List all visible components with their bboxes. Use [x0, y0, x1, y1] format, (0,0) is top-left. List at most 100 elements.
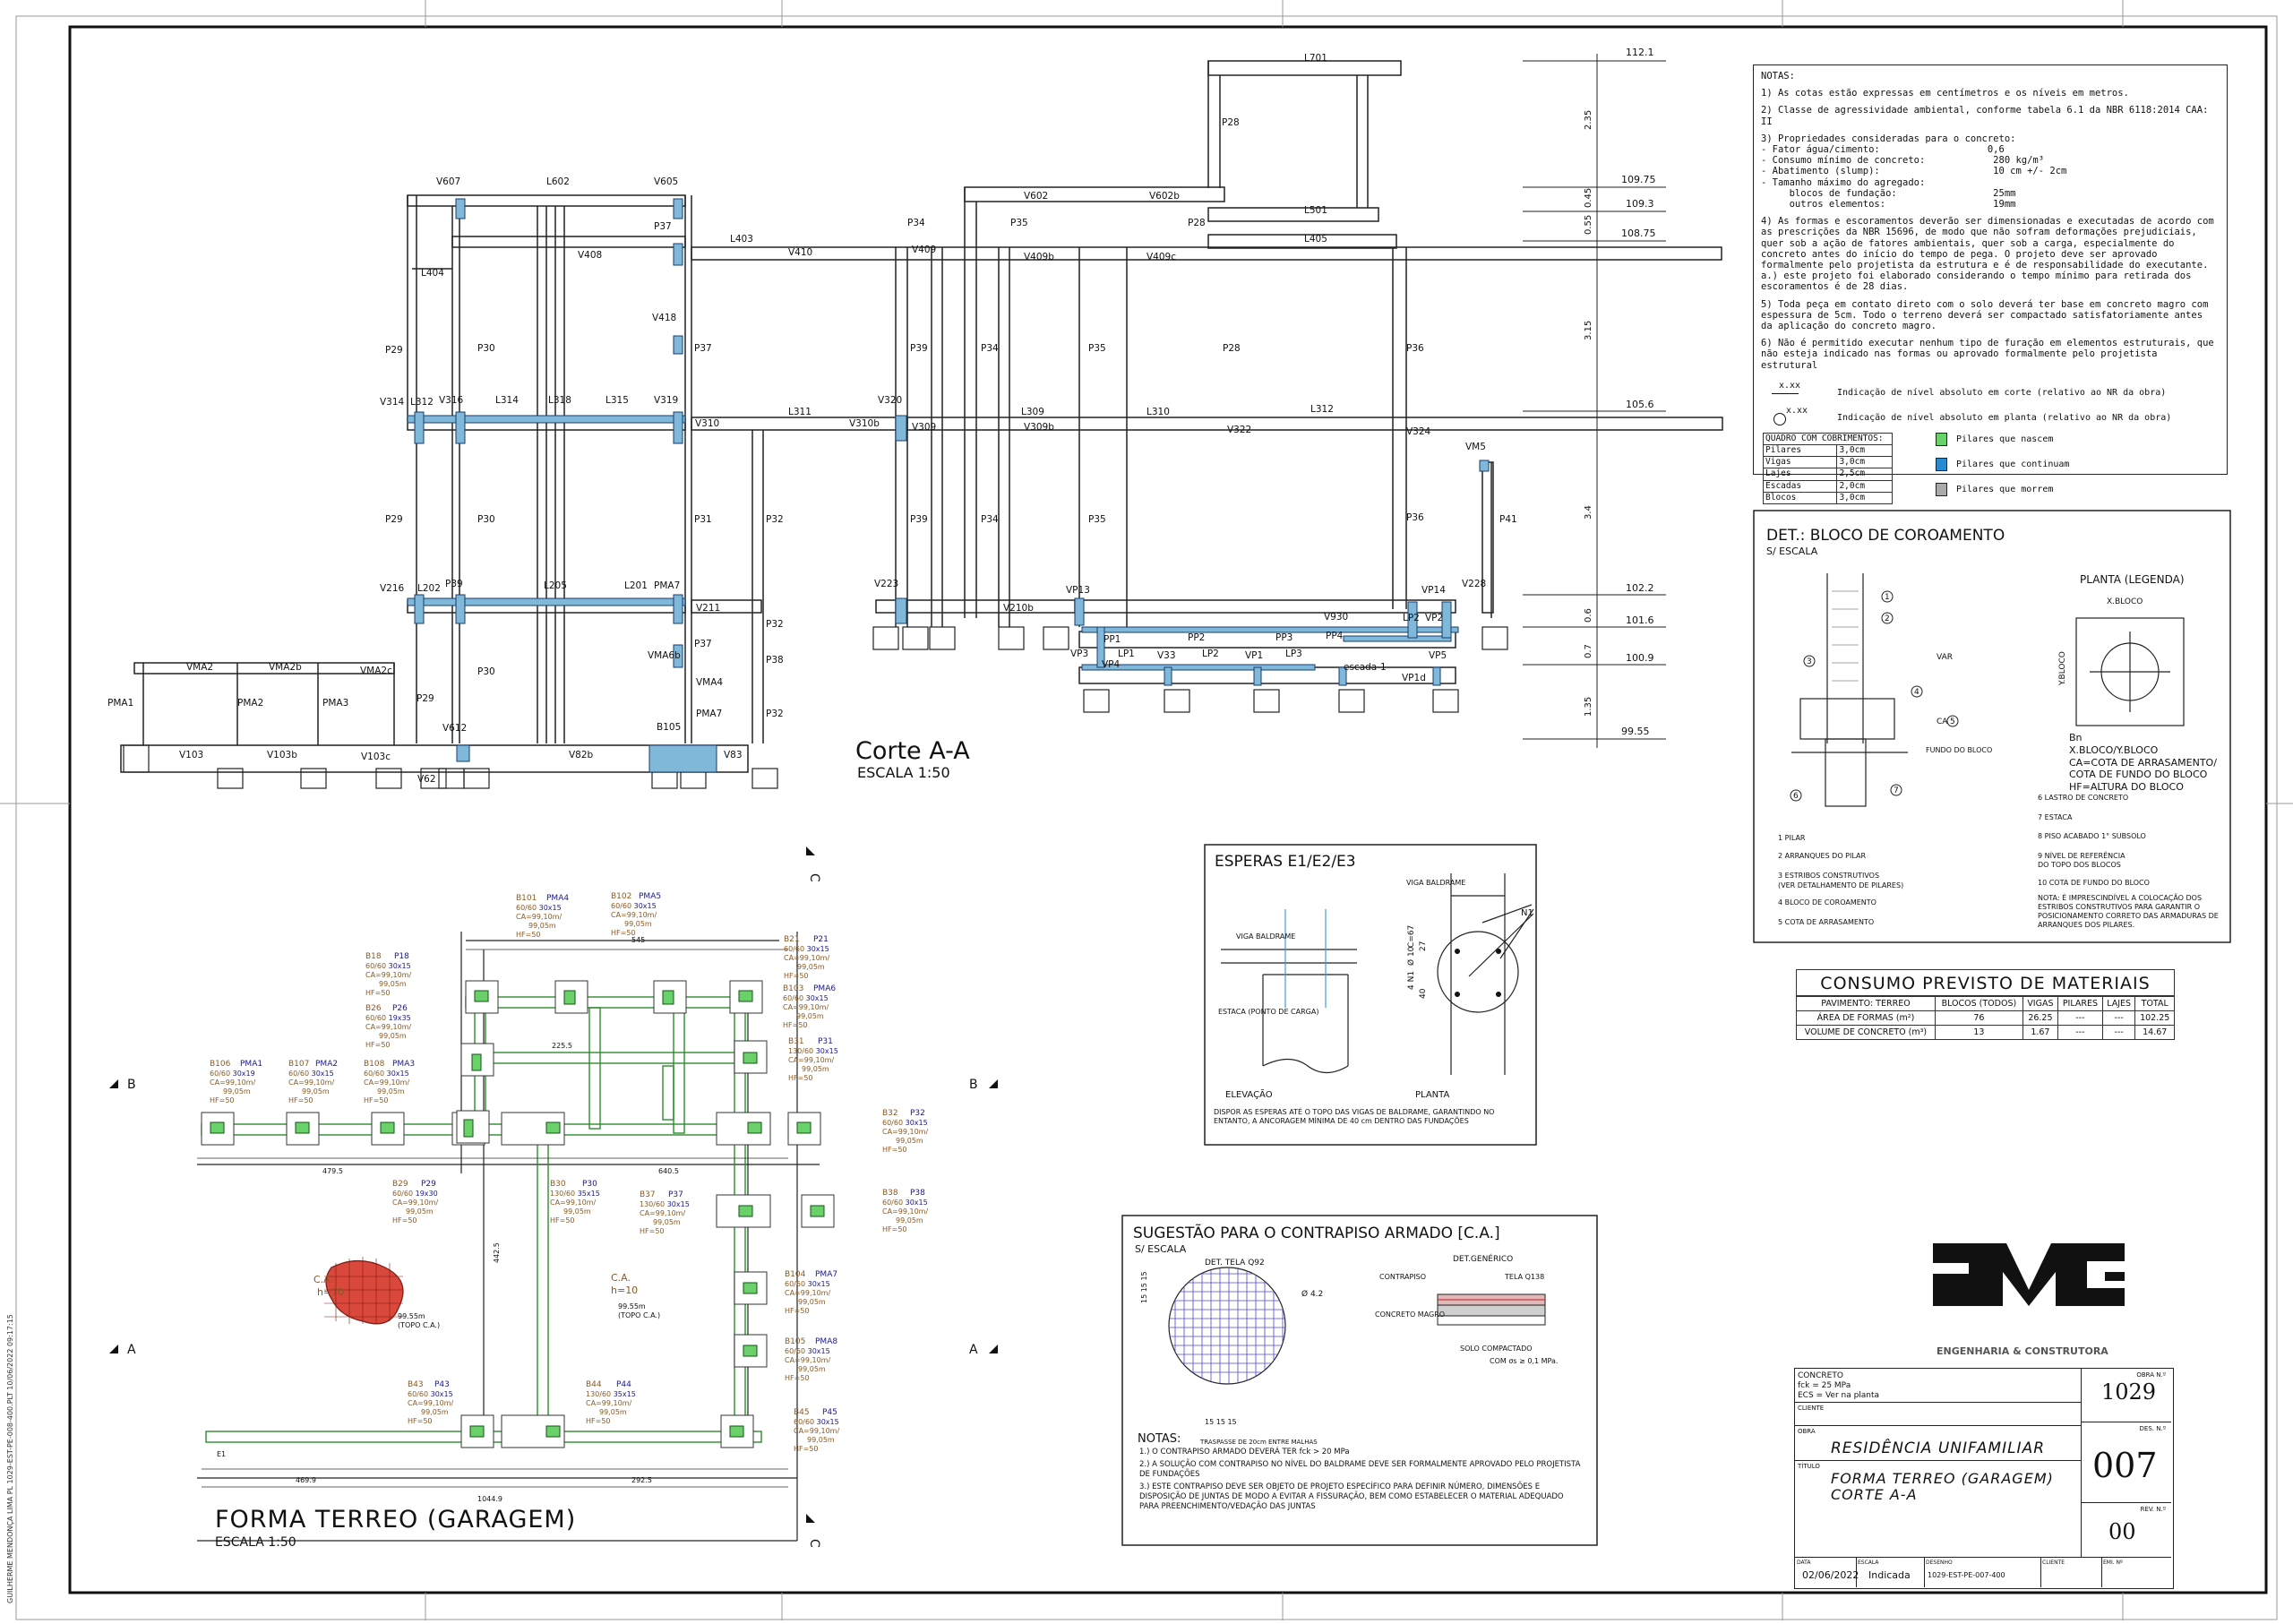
svg-text:P29: P29: [385, 514, 403, 525]
svg-text:3.15: 3.15: [1584, 321, 1593, 340]
svg-text:PMA8: PMA8: [815, 1337, 837, 1346]
svg-text:101.6: 101.6: [1626, 614, 1654, 626]
svg-text:V216: V216: [380, 583, 405, 594]
svg-text:P28: P28: [1222, 117, 1240, 128]
sheet-border: [68, 25, 2268, 1594]
svg-text:P26: P26: [392, 1004, 408, 1013]
svg-text:B102: B102: [611, 892, 631, 901]
svg-text:VP1: VP1: [1245, 650, 1263, 661]
svg-text:3 ESTRIBOS CONSTRUTIVOS: 3 ESTRIBOS CONSTRUTIVOS: [1778, 872, 1879, 880]
consumo-cell: 76: [1934, 1010, 2023, 1026]
svg-text:2: 2: [1885, 614, 1890, 623]
legend-continuam: Pilares que continuam: [1956, 459, 2070, 469]
svg-text:P31: P31: [694, 514, 712, 525]
svg-text:10 COTA DE FUNDO DO BLOCO: 10 COTA DE FUNDO DO BLOCO: [2038, 879, 2150, 887]
svg-text:VP13: VP13: [1066, 585, 1090, 596]
svg-text:HF=50: HF=50: [516, 931, 541, 939]
svg-text:L404: L404: [421, 268, 444, 279]
det-tela: DET. TELA Q92: [1205, 1259, 1265, 1267]
svg-text:VMA2b: VMA2b: [269, 662, 302, 673]
svg-text:9 NÍVEL DE REFERÊNCIA: 9 NÍVEL DE REFERÊNCIA: [2038, 850, 2126, 860]
svg-text:P41: P41: [1499, 514, 1517, 525]
svg-text:L310: L310: [1146, 407, 1170, 417]
forma-title: FORMA TERREO (GARAGEM): [215, 1506, 576, 1534]
svg-text:5: 5: [1950, 717, 1955, 726]
consumo-cell: 13: [1934, 1025, 2023, 1040]
svg-text:B104: B104: [785, 1270, 806, 1279]
svg-text:60/60 30x15: 60/60 30x15: [364, 1070, 409, 1078]
svg-text:HF=50: HF=50: [365, 1041, 391, 1049]
svg-text:99.55: 99.55: [1621, 726, 1650, 737]
svg-text:B: B: [969, 1078, 978, 1092]
svg-text:HF=50: HF=50: [364, 1096, 389, 1104]
bloco-items: 1 PILAR 2 ARRANQUES DO PILAR 3 ESTRIBOS …: [1778, 794, 2150, 926]
tb-cliente-label-2: CLIENTE: [2042, 1560, 2065, 1566]
notes-panel: NOTAS: 1) As cotas estão expressas em ce…: [1753, 64, 2228, 505]
svg-text:L202: L202: [417, 583, 441, 594]
contrapiso-note-2: 2.) A SOLUÇÃO COM CONTRAPISO NO NÍVEL DO…: [1139, 1460, 1581, 1479]
svg-text:5 COTA DE ARRASAMENTO: 5 COTA DE ARRASAMENTO: [1778, 918, 1874, 926]
svg-text:99.55m: 99.55m: [398, 1312, 425, 1320]
svg-text:PMA1: PMA1: [240, 1060, 262, 1069]
svg-text:L201: L201: [624, 580, 648, 591]
bloco-subtitle: S/ ESCALA: [1766, 546, 1818, 557]
svg-text:HF=50: HF=50: [882, 1146, 907, 1154]
svg-text:L701: L701: [1304, 53, 1327, 64]
tb-divider: [1795, 1460, 2082, 1461]
svg-text:99,05m: 99,05m: [563, 1207, 591, 1216]
svg-text:V310b: V310b: [849, 418, 880, 429]
svg-text:60/60 30x15: 60/60 30x15: [611, 902, 657, 910]
svg-text:LP1: LP1: [1118, 649, 1135, 659]
svg-text:V103b: V103b: [267, 750, 297, 760]
svg-text:7 ESTACA: 7 ESTACA: [2038, 813, 2073, 821]
svg-text:P35: P35: [1088, 514, 1106, 525]
svg-text:CA=99,10m/: CA=99,10m/: [288, 1078, 334, 1087]
svg-text:PMA7: PMA7: [696, 709, 722, 719]
svg-text:CA=99,10m/: CA=99,10m/: [365, 971, 411, 979]
svg-text:CA=99,10m/: CA=99,10m/: [882, 1207, 928, 1216]
svg-text:HF=50: HF=50: [408, 1417, 433, 1425]
tb-cliente-cell: CLIENTE: [2040, 1558, 2102, 1587]
svg-text:(TOPO C.A.): (TOPO C.A.): [618, 1311, 660, 1319]
svg-text:CA=99,10m/: CA=99,10m/: [586, 1399, 631, 1407]
svg-text:99,05m: 99,05m: [421, 1408, 449, 1416]
forma-scale: ESCALA 1:50: [215, 1535, 296, 1550]
svg-text:VP14: VP14: [1421, 585, 1446, 596]
svg-text:P36: P36: [1406, 512, 1424, 523]
tb-des-n: DES. N.º 007: [2082, 1422, 2171, 1503]
svg-text:130/60 35x15: 130/60 35x15: [586, 1390, 636, 1398]
consumo-cell: ---: [2101, 1025, 2136, 1040]
svg-text:C.A.: C.A.: [611, 1272, 631, 1284]
contrapiso-note-3: 3.) ESTE CONTRAPISO DEVE SER OBJETO DE P…: [1139, 1482, 1564, 1511]
pilar-morrem-swatch: [1936, 482, 1947, 496]
tb-divider: [1795, 1402, 2082, 1403]
legend-corte-symbol: x.xx: [1779, 380, 1801, 391]
svg-text:escada-1: escada-1: [1344, 662, 1387, 673]
svg-text:CA=99,10m/: CA=99,10m/: [364, 1078, 409, 1087]
svg-text:102.2: 102.2: [1626, 582, 1654, 594]
svg-text:VMA2c: VMA2c: [360, 666, 392, 676]
svg-text:V319: V319: [654, 395, 678, 406]
svg-text:P34: P34: [907, 218, 925, 228]
svg-text:130/60 35x15: 130/60 35x15: [550, 1190, 600, 1198]
svg-text:HF=50: HF=50: [288, 1096, 313, 1104]
side-text: GUILHERME MENDONÇA LIMA PL 1029-EST-PE-0…: [6, 1314, 14, 1603]
svg-text:VMA6b: VMA6b: [648, 650, 681, 661]
svg-text:COTA DE FUNDO DO BLOCO: COTA DE FUNDO DO BLOCO: [2069, 769, 2208, 780]
svg-text:V605: V605: [654, 176, 678, 187]
svg-text:V410: V410: [788, 247, 812, 258]
svg-text:99,05m: 99,05m: [599, 1408, 627, 1416]
svg-text:PMA2: PMA2: [315, 1060, 338, 1069]
svg-text:2 ARRANQUES DO PILAR: 2 ARRANQUES DO PILAR: [1778, 852, 1866, 860]
svg-text:B107: B107: [288, 1060, 309, 1069]
legend-planta-text: Indicação de nível absoluto em planta (r…: [1837, 412, 2172, 423]
contrapiso-notes: 1.) O CONTRAPISO ARMADO DEVERÁ TER fck >…: [1139, 1448, 1583, 1512]
svg-text:99,05m: 99,05m: [797, 963, 825, 971]
consumo-cell: VOLUME DE CONCRETO (m³): [1796, 1025, 1936, 1040]
tb-titulo-label: TÍTULO: [1798, 1463, 1820, 1470]
pilar-nascem-swatch: [1936, 432, 1947, 446]
svg-text:V62: V62: [417, 774, 436, 785]
svg-text:VMA4: VMA4: [696, 677, 723, 688]
bloco-detail: 1 2 3 4 5 6 7: [1753, 510, 2231, 943]
